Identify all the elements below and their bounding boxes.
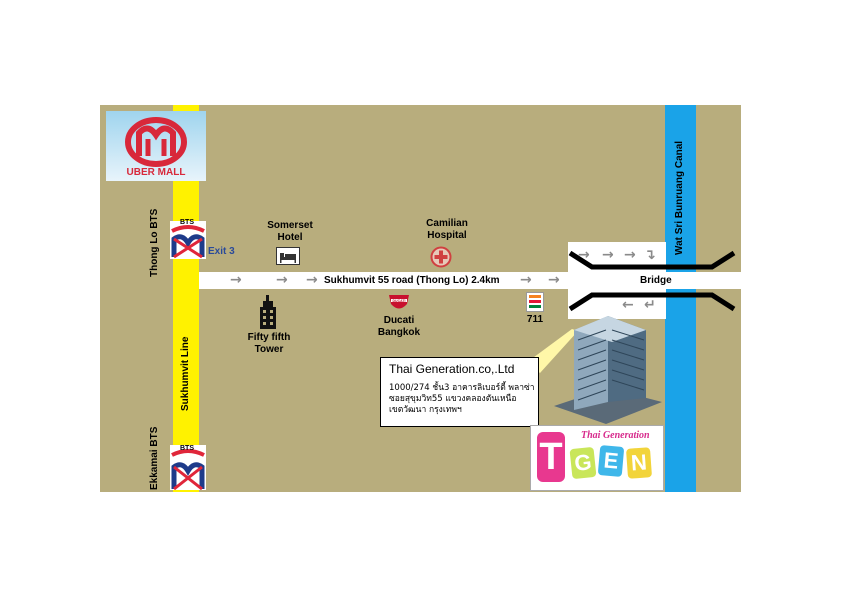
arrow-icon: → (548, 272, 560, 288)
ducati-badge-text: DUCATI (392, 298, 406, 303)
bts-text: BTS (180, 219, 194, 226)
arrow-icon: → (230, 272, 242, 288)
tgen-letter-n: N (625, 447, 653, 479)
sukhumvit-line-label: Sukhumvit Line (180, 336, 191, 411)
arrow-icon: → (578, 247, 590, 263)
tgen-letter-e: E (597, 445, 625, 477)
hospital-icon (430, 246, 452, 273)
seven-eleven-label: 711 (526, 314, 544, 325)
arrow-icon: ← (622, 297, 634, 313)
building-icon (258, 295, 278, 334)
arrow-icon: ↴ (644, 247, 656, 263)
ekkamai-bts-logo: BTS (170, 445, 206, 491)
callout-pointer (526, 329, 578, 373)
ekkamai-bts-label: Ekkamai BTS (149, 426, 160, 490)
map-area: Bridge Wat Sri Bunruang Canal UBER MALL … (100, 105, 741, 492)
thong-lo-bts-logo: BTS (170, 219, 206, 259)
somerset-hotel-label: Somerset Hotel (267, 220, 313, 243)
canal-label: Wat Sri Bunruang Canal (674, 140, 685, 255)
bridge-label: Bridge (640, 275, 672, 286)
company-address-callout: Thai Generation.co,.Ltd 1000/274 ชั้น3 อ… (380, 357, 539, 427)
tgen-logo: Thai Generation T G E N (530, 425, 664, 491)
uber-mall-logo: UBER MALL (106, 111, 206, 181)
road-label: Sukhumvit 55 road (Thong Lo) 2.4km (324, 275, 500, 286)
camilian-hospital-label: Camilian Hospital (426, 218, 468, 241)
ducati-logo: DUCATI (388, 293, 410, 318)
arrow-icon: → (306, 272, 318, 288)
arrow-icon: ↵ (644, 297, 656, 313)
bridge-icon (568, 250, 736, 312)
company-address: 1000/274 ชั้น3 อาคารลิเบอร์ตี้ พลาซ่า ซอ… (389, 383, 535, 415)
tgen-letter-t: T (537, 432, 565, 482)
bts-text-ekkamai: BTS (180, 445, 194, 452)
hotel-icon (276, 247, 300, 265)
tgen-letter-g: G (569, 446, 597, 480)
seven-eleven-icon (526, 292, 544, 312)
bridge-area (568, 242, 666, 319)
company-name: Thai Generation.co,.Ltd (389, 362, 515, 376)
exit-3-label: Exit 3 (208, 246, 235, 257)
arrow-icon: → (276, 272, 288, 288)
uber-mall-label: UBER MALL (126, 167, 186, 178)
fifty-fifth-tower-label: Fifty fifth Tower (247, 332, 291, 355)
thong-lo-bts-label: Thong Lo BTS (149, 208, 160, 277)
office-building-icon (546, 310, 666, 430)
tgen-tagline: Thai Generation (581, 430, 650, 441)
uber-mall-icon (125, 117, 187, 167)
ducati-bangkok-label: Ducati Bangkok (377, 315, 421, 338)
arrow-icon: → (602, 247, 614, 263)
arrow-icon: → (520, 272, 532, 288)
arrow-icon: → (624, 247, 636, 263)
canal (665, 105, 696, 492)
